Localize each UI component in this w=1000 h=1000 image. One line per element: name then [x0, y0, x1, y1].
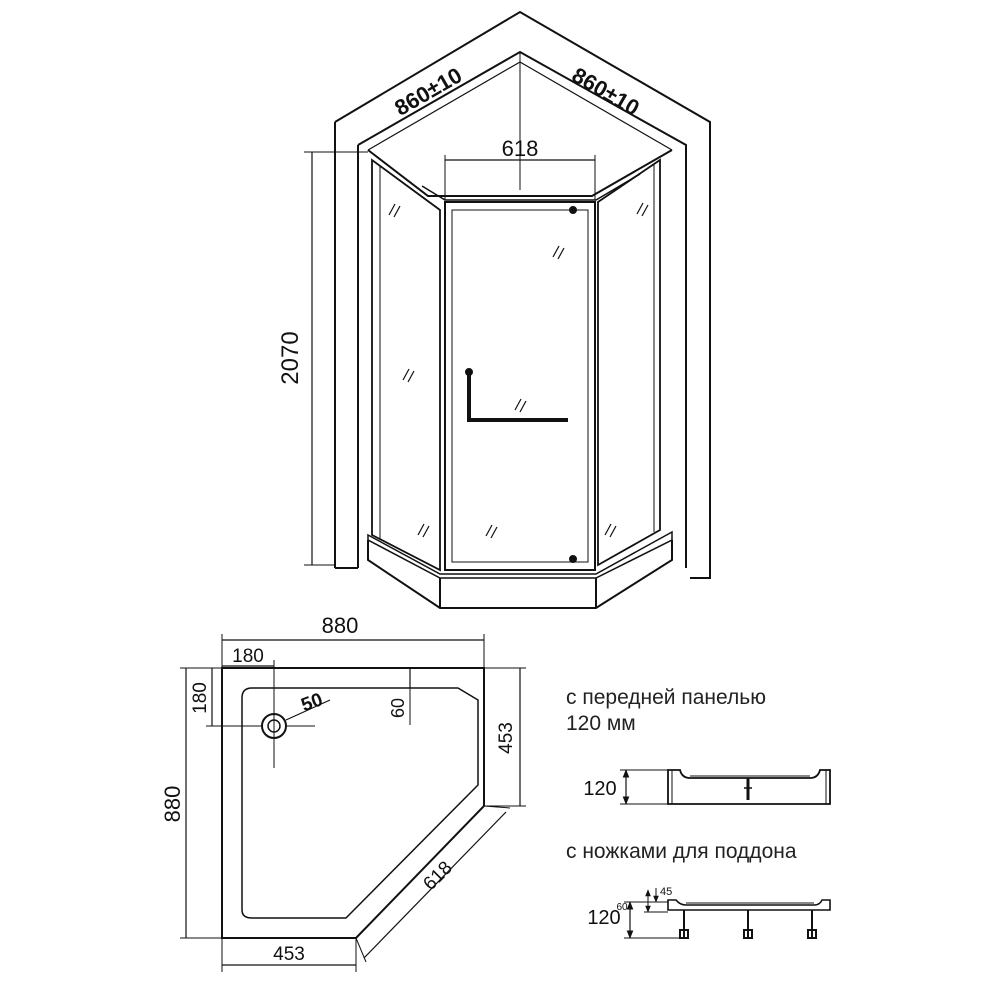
dim-line-right [519, 61, 673, 151]
tray-plan [180, 634, 526, 972]
legs-title: с ножками для поддона [566, 840, 797, 863]
tray-legs [679, 910, 817, 939]
cabin-elevation [304, 10, 711, 609]
top-frame [367, 149, 673, 197]
right-glass-panel [597, 158, 661, 567]
front-panel-subtitle: 120 мм [566, 712, 636, 735]
legs-tray-height-label: 60 [616, 902, 628, 913]
dim-line-left [367, 61, 521, 151]
wall-outline [334, 10, 711, 579]
legs-profile [624, 888, 831, 939]
height-label: 2070 [277, 331, 304, 384]
right-side-label: 453 [496, 722, 517, 754]
overall-depth-label: 880 [160, 786, 185, 823]
glass-reflection-marks [388, 202, 649, 539]
side-width-left-label: 860±10 [390, 62, 466, 120]
legs-leg-height-label: 45 [660, 886, 672, 898]
drain-offset-y-label: 180 [190, 682, 211, 714]
door-panel [444, 201, 596, 571]
door-width-label: 618 [502, 136, 539, 161]
bottom-side-label: 453 [273, 944, 305, 965]
drain-offset-x-label: 180 [232, 646, 264, 667]
front-panel-height-label: 120 [583, 778, 616, 800]
front-panel-title: с передней панелью [566, 686, 766, 709]
legs-total-height-label: 120 [587, 907, 620, 929]
tray-inner-outline [241, 687, 479, 919]
door-handle [467, 372, 568, 422]
cabin-tray [367, 530, 673, 579]
tray-outline [221, 667, 485, 939]
wall-inner [357, 50, 687, 568]
front-panel-profile [620, 769, 831, 805]
left-glass-panel [371, 158, 441, 572]
rim-width-label: 60 [388, 698, 408, 718]
overall-width-label: 880 [322, 613, 359, 638]
front-diagonal-label: 618 [419, 857, 456, 894]
